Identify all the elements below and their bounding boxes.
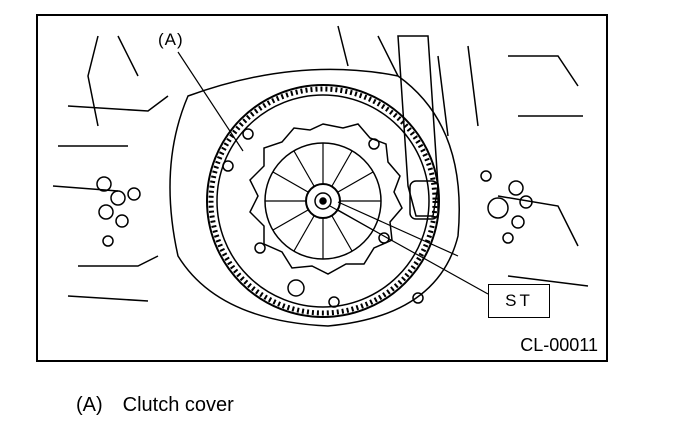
leader-line-a [177, 51, 244, 152]
hub-inner [314, 192, 332, 210]
legend-item: (A) Clutch cover [76, 394, 234, 417]
ring-gear-outer [206, 84, 440, 318]
hub-outer [305, 183, 341, 219]
housing-outline [169, 68, 460, 327]
legend-key: (A) [76, 394, 103, 416]
legend-text: Clutch cover [122, 394, 234, 416]
left-bolt-cluster [96, 176, 141, 247]
callout-a-label: (A) [158, 30, 184, 49]
special-tool-label: ST [505, 291, 533, 310]
background-frame-lines [52, 25, 589, 302]
leader-line-st [329, 205, 489, 295]
cover-bolts [222, 128, 424, 308]
diagram-figure: (A) ST CL-00011 [36, 14, 608, 362]
leader-line-st-2 [337, 201, 459, 257]
clutch-cover [249, 123, 403, 275]
figure-code: CL-00011 [520, 335, 598, 355]
special-tool-label-box: ST [488, 284, 550, 318]
ring-gear-inner [216, 94, 430, 308]
clutch-illustration [52, 25, 589, 327]
right-bolt-cluster [480, 170, 533, 244]
hub-center [319, 197, 327, 205]
special-tool-grip [409, 180, 439, 220]
special-tool-handle [397, 35, 439, 217]
